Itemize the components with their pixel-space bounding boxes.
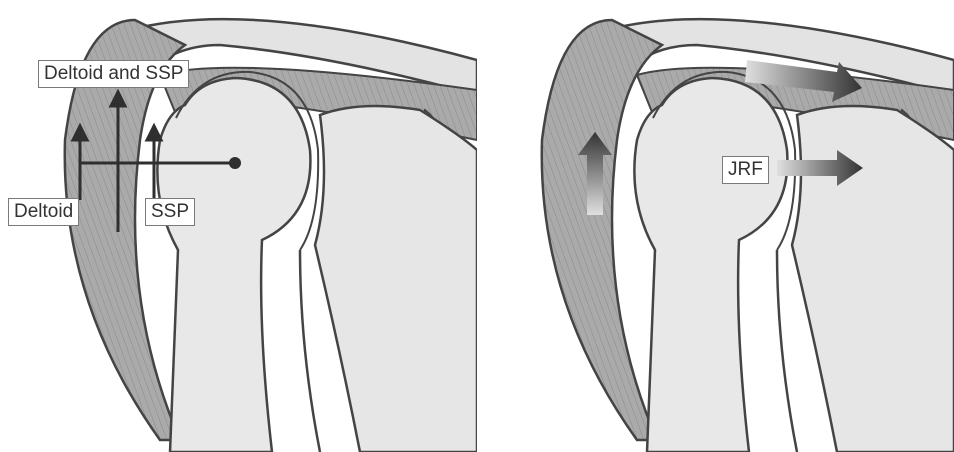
left-panel-force-vectors: Deltoid and SSP Deltoid SSP (0, 0, 477, 452)
shoulder-diagram-right (477, 0, 954, 452)
label-deltoid: Deltoid (8, 198, 79, 226)
label-deltoid-and-ssp: Deltoid and SSP (38, 60, 189, 88)
center-of-rotation (229, 157, 241, 169)
label-jrf: JRF (722, 156, 769, 184)
label-ssp: SSP (145, 198, 195, 226)
humerus (157, 78, 310, 452)
right-panel-joint-reaction-force: JRF (477, 0, 954, 452)
scapula (315, 106, 477, 452)
